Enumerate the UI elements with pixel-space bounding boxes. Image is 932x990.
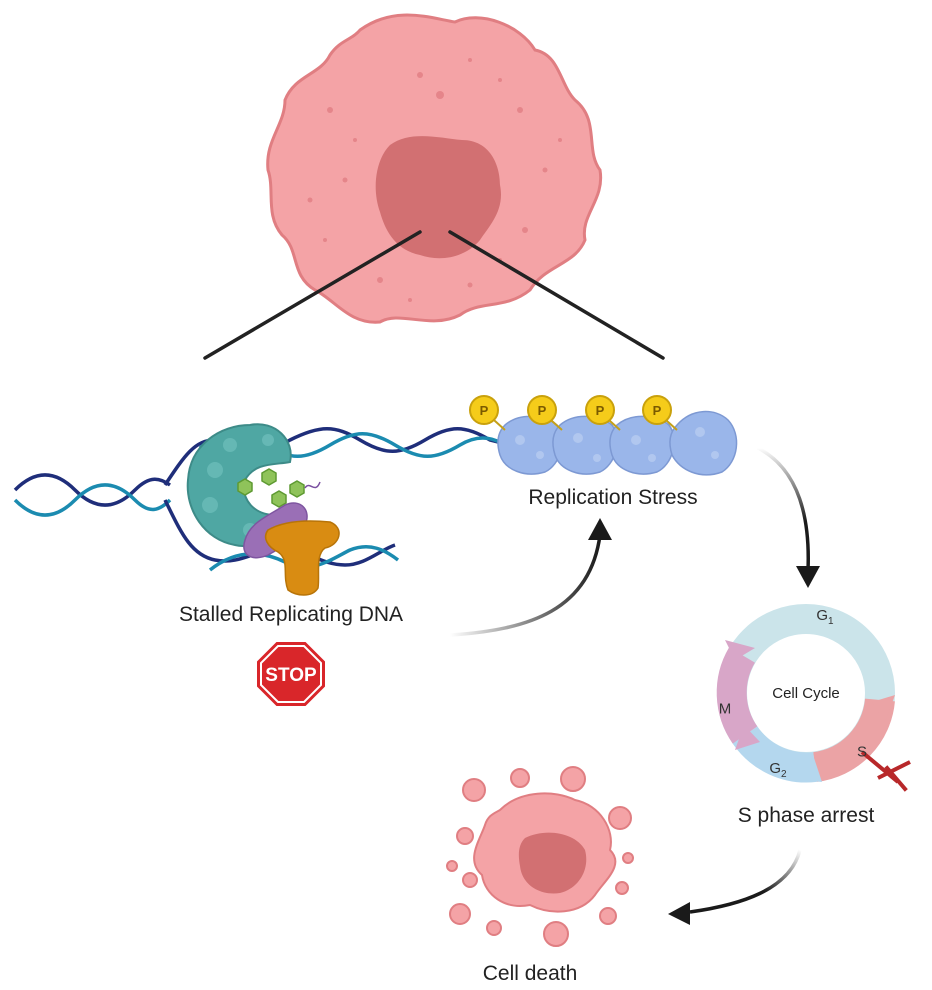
cell-cycle-label: Cell Cycle — [772, 685, 840, 702]
phase-m-label: M — [718, 700, 732, 718]
stop-sign-label: STOP — [265, 665, 317, 686]
drug-molecule-icon — [237, 468, 321, 508]
phosphate-label: P — [480, 403, 489, 418]
cell-cycle-wheel — [716, 604, 911, 792]
s-phase-arrest-label: S phase arrest — [737, 804, 875, 827]
phase-s-label: S — [856, 743, 868, 761]
phase-g1-label: G1 — [816, 607, 834, 627]
zoom-lines — [203, 230, 665, 360]
inhibition-icon — [860, 750, 900, 784]
arrow-arrest-to-death — [668, 849, 802, 925]
replication-proteins-icon — [243, 502, 340, 596]
phosphate-icons: P P P P — [469, 395, 678, 431]
stop-sign-icon: STOP — [255, 640, 327, 708]
arrow-stress-to-cycle — [757, 446, 820, 588]
phase-g2-label: G2 — [769, 760, 787, 780]
cancer-cell-icon — [266, 13, 603, 324]
stalled-dna-label: Stalled Replicating DNA — [178, 603, 404, 626]
phosphate-label: P — [538, 403, 547, 418]
phosphate-label: P — [653, 403, 662, 418]
dying-cell-icon — [446, 766, 634, 947]
replication-stress-label: Replication Stress — [528, 486, 698, 509]
replication-stress-proteins-icon — [497, 410, 738, 476]
arrow-stalled-to-stress — [449, 518, 612, 637]
phosphate-label: P — [596, 403, 605, 418]
cell-death-label: Cell death — [482, 962, 578, 985]
